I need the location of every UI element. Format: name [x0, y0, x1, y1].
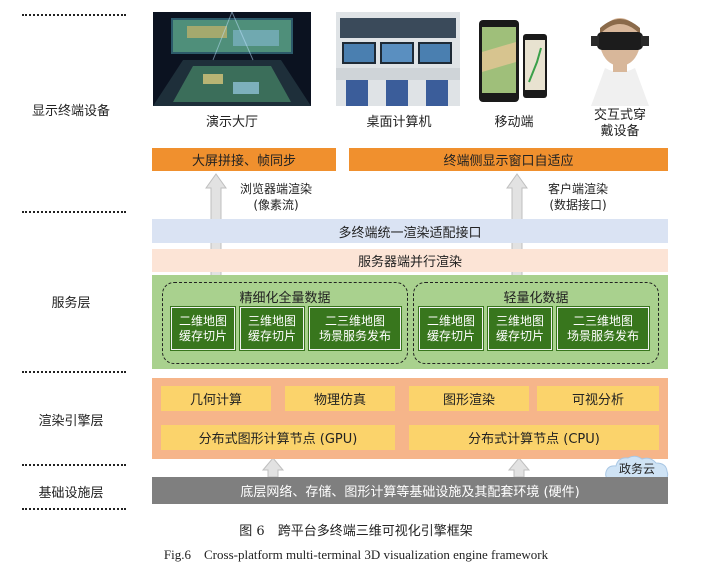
divider-top [22, 14, 126, 16]
figure-caption-en: Fig.6 Cross-platform multi-terminal 3D v… [163, 547, 549, 562]
divider-service-render [22, 371, 126, 373]
group-light-data [413, 282, 659, 364]
box-scene-service-light: 二三维地图 场景服务发布 [556, 306, 650, 351]
device-caption-mobile: 移动端 [494, 115, 534, 130]
group-full-data [162, 282, 408, 364]
divider-display-service [22, 211, 126, 213]
band-unified-interface: 多终端统一渲染适配接口 [152, 219, 668, 243]
group-title-light: 轻量化数据 [503, 291, 569, 306]
note-client-render: 客户端渲染 (数据接口) [547, 182, 608, 212]
box-3d-tile-full: 三维地图 缓存切片 [239, 306, 305, 351]
exhibition-hall-photo [153, 12, 311, 106]
divider-bottom [22, 508, 126, 510]
box-gpu-node: 分布式图形计算节点 (GPU) [161, 425, 395, 450]
layer-label-render: 渲染引擎层 [38, 414, 104, 429]
device-caption-wearable: 交互式穿 戴设备 [593, 108, 646, 139]
box-physics: 物理仿真 [285, 386, 395, 411]
layer-label-infra: 基础设施层 [38, 486, 104, 501]
box-graphics: 图形渲染 [409, 386, 529, 411]
box-2d-tile-full: 二维地图 缓存切片 [170, 306, 236, 351]
desktop-computer-photo [336, 12, 460, 106]
vr-headset-photo [583, 12, 657, 106]
device-caption-hall: 演示大厅 [205, 115, 258, 130]
bar-terminal-adaptive: 终端侧显示窗口自适应 [349, 148, 668, 171]
figure-caption-cn: 图 6 跨平台多终端三维可视化引擎框架 [239, 524, 473, 539]
box-scene-service-full: 二三维地图 场景服务发布 [308, 306, 402, 351]
box-geometry: 几何计算 [161, 386, 271, 411]
note-browser-render: 浏览器端渲染 (像素流) [239, 182, 312, 212]
gov-cloud-icon: 政务云 [604, 454, 670, 482]
infra-bar: 底层网络、存储、图形计算等基础设施及其配套环境 (硬件) [152, 477, 668, 504]
device-caption-desktop: 桌面计算机 [366, 115, 432, 130]
box-visual-analysis: 可视分析 [537, 386, 659, 411]
mobile-devices-photo [477, 12, 551, 106]
gov-cloud-label: 政务云 [618, 462, 655, 476]
bar-screen-splicing: 大屏拼接、帧同步 [152, 148, 336, 171]
group-title-full: 精细化全量数据 [239, 291, 331, 306]
box-2d-tile-light: 二维地图 缓存切片 [418, 306, 484, 351]
layer-label-display: 显示终端设备 [31, 104, 110, 119]
box-cpu-node: 分布式计算节点 (CPU) [409, 425, 659, 450]
box-3d-tile-light: 三维地图 缓存切片 [487, 306, 553, 351]
band-parallel-render: 服务器端并行渲染 [152, 249, 668, 272]
divider-render-infra [22, 464, 126, 466]
layer-label-service: 服务层 [51, 296, 91, 311]
